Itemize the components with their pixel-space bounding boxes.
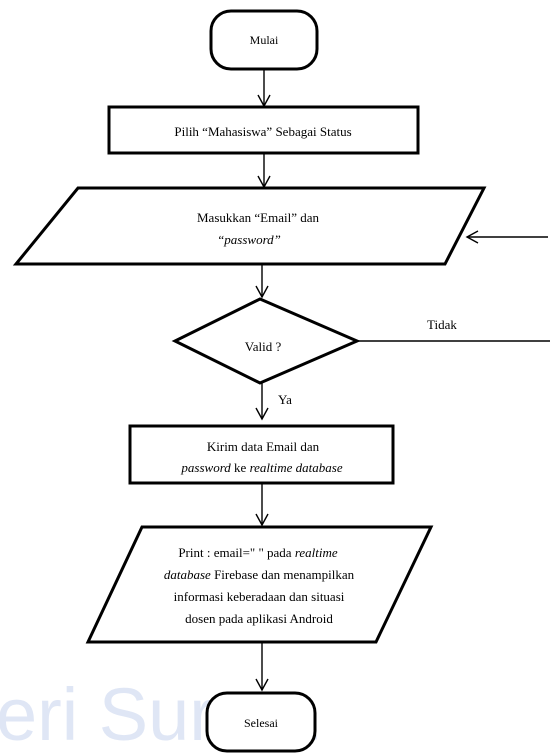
process-label-realtime-db: realtime database [250, 460, 343, 475]
end-terminator [205, 691, 317, 753]
end-label: Selesai [244, 716, 279, 730]
process-label-ke: ke [231, 460, 250, 475]
input-label-line2: “password” [217, 232, 281, 247]
process-label-line1: Kirim data Email dan [207, 439, 320, 454]
decision-label: Valid ? [245, 339, 282, 354]
no-branch-label: Tidak [427, 317, 457, 332]
output-line1-realtime: realtime [295, 545, 338, 560]
send-data-process [128, 424, 395, 485]
select-status-label: Pilih “Mahasiswa” Sebagai Status [174, 124, 351, 139]
output-print [85, 525, 434, 644]
output-label-line4: dosen pada aplikasi Android [185, 611, 333, 626]
yes-branch-label: Ya [278, 392, 292, 407]
output-label-line2: database Firebase dan menampilkan [164, 567, 355, 582]
process-label-password: password [180, 460, 231, 475]
output-line2-firebase: Firebase dan menampilkan [211, 567, 355, 582]
output-line1-print: Print : email=" " pada [178, 545, 295, 560]
output-label-line1: Print : email=" " pada realtime [178, 545, 338, 560]
output-line2-database: database [164, 567, 211, 582]
input-email-password [12, 186, 487, 266]
process-label-line2: password ke realtime database [180, 460, 342, 475]
input-label-line1: Masukkan “Email” dan [197, 210, 320, 225]
valid-decision [171, 297, 361, 385]
start-label: Mulai [250, 33, 279, 47]
output-label-line3: informasi keberadaan dan situasi [174, 589, 345, 604]
